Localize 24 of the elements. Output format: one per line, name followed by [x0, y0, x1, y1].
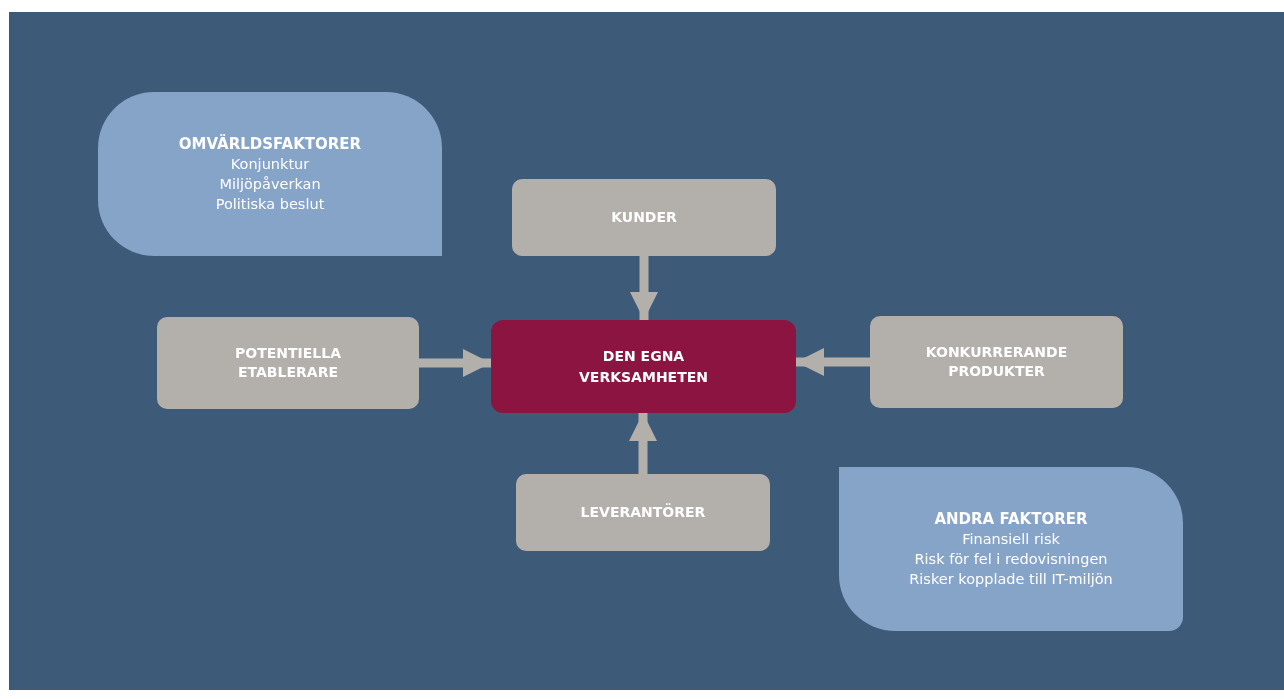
factor-callout — [839, 467, 1183, 631]
box-heading: ANDRA FAKTORER — [934, 509, 1088, 529]
center-box — [491, 320, 796, 413]
box-heading: DEN EGNA VERKSAMHETEN — [578, 346, 709, 387]
arrow — [796, 348, 870, 376]
force-box — [157, 317, 419, 409]
arrow — [630, 256, 658, 320]
factor-item: Finansiell risk — [962, 529, 1060, 549]
box-heading: KUNDER — [611, 208, 677, 227]
force-box — [512, 179, 776, 256]
factor-item: Politiska beslut — [215, 194, 325, 214]
arrow — [419, 349, 491, 377]
box-heading: KONKURRERANDE PRODUKTER — [924, 343, 1069, 381]
box-heading: POTENTIELLA ETABLERARE — [234, 344, 342, 382]
force-box — [870, 316, 1123, 408]
factor-item: Risker kopplade till IT-miljön — [909, 569, 1113, 589]
factor-callout — [98, 92, 442, 256]
box-heading: OMVÄRLDSFAKTORER — [178, 134, 362, 154]
box-heading: LEVERANTÖRER — [580, 503, 706, 522]
factor-item: Risk för fel i redovisningen — [914, 549, 1108, 569]
arrow — [629, 413, 657, 474]
force-box — [516, 474, 770, 551]
factor-item: Miljöpåverkan — [219, 174, 321, 194]
factor-item: Konjunktur — [230, 154, 310, 174]
